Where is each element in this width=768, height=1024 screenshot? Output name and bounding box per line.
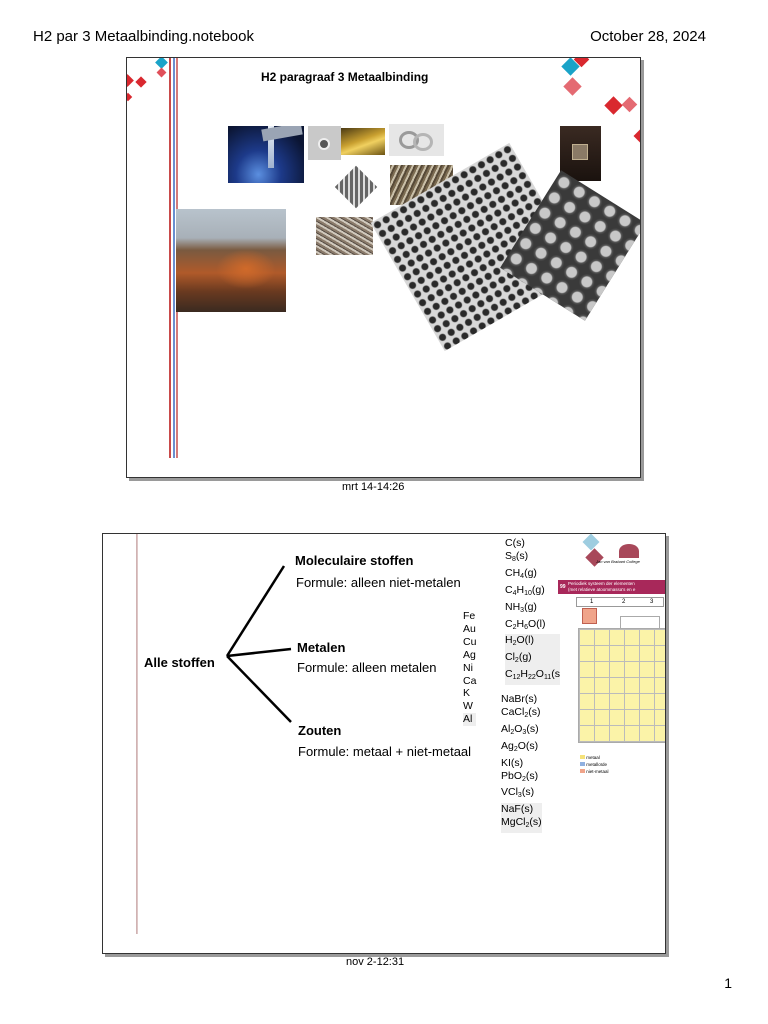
branch-metals-formula: Formule: alleen metalen	[297, 660, 437, 675]
metal-item: K	[463, 687, 471, 700]
metal-scraps-photo	[316, 217, 373, 255]
page-number: 1	[724, 975, 732, 991]
decor-line	[136, 534, 138, 934]
element-grid	[578, 628, 665, 743]
connector-salts	[226, 655, 292, 723]
decor-diamond	[563, 77, 582, 96]
metal-item: Ni	[463, 661, 473, 674]
metal-item: Fe	[463, 610, 476, 622]
metal-item: Cu	[463, 635, 477, 648]
metals-list: Fe Au Cu Ag Ni Ca K W Al	[463, 610, 477, 727]
molecular-examples-list: C(s) S8(s) CH4(g) C4H10(g) NH3(g) C2H6O(…	[505, 537, 560, 686]
metal-item: Au	[463, 622, 476, 635]
connector-metals	[226, 647, 292, 658]
branch-salts-title: Zouten	[298, 723, 342, 738]
decor-diamond	[127, 92, 133, 102]
molten-metal-photo	[228, 126, 304, 183]
formula-ki: KI(s)	[501, 756, 524, 769]
formula-c4h10: C4H10(g)	[505, 583, 545, 597]
metal-item: Ag	[463, 648, 476, 661]
formula-naf: NaF(s)	[501, 803, 542, 817]
slide-title: H2 paragraaf 3 Metaalbinding	[261, 70, 429, 84]
formula-cacl2: CaCl2(s)	[501, 705, 541, 719]
formula-ch4: CH4(g)	[505, 566, 537, 580]
formula-h2o: H2O(l)	[505, 634, 560, 652]
metal-item: W	[463, 700, 473, 713]
branch-molecular-title: Moleculaire stoffen	[295, 553, 414, 568]
table-heading-2: (met relatieve atoommassa's en e	[568, 587, 636, 592]
decor-diamond	[156, 67, 167, 78]
formula-c12h22o11: C12H22O11(s	[505, 668, 560, 686]
tree-connectors	[225, 565, 292, 723]
slide-1-timestamp: mrt 14-14:26	[342, 481, 405, 493]
metal-foam-photo	[334, 165, 378, 209]
connector-molecular	[225, 565, 286, 657]
school-logo	[619, 544, 639, 558]
formula-al2o3: Al2O3(s)	[501, 722, 539, 736]
decor-diamond	[604, 96, 623, 115]
metal-item: Al	[463, 713, 477, 727]
branch-molecular-formula: Formule: alleen niet-metalen	[296, 575, 461, 590]
metal-item: Ca	[463, 674, 477, 687]
formula-nh3: NH3(g)	[505, 600, 537, 614]
table-heading-1: Periodiek systeem der elementen	[568, 581, 635, 586]
table-heading-bar: 99 Periodiek systeem der elementen (met …	[558, 580, 665, 594]
decor-diamond	[633, 127, 640, 145]
table-number: 99	[560, 584, 566, 590]
decor-diamond	[135, 76, 147, 88]
gold-bars-photo	[341, 128, 385, 155]
scrap-metal-photo	[176, 209, 286, 312]
decor-diamond	[621, 96, 638, 113]
metal-pendant-photo	[308, 126, 341, 160]
formula-s8: S8(s)	[505, 549, 529, 563]
formula-c2h6o: C2H6O(l)	[505, 617, 546, 631]
school-name: Jan van Brabant College	[596, 559, 640, 564]
formula-nabr: NaBr(s)	[501, 693, 538, 705]
document-date: October 28, 2024	[590, 28, 706, 45]
silver-rings-photo	[389, 124, 444, 156]
salts-list: NaBr(s) CaCl2(s) Al2O3(s) Ag2O(s) KI(s) …	[501, 693, 542, 834]
branch-salts-formula: Formule: metaal + niet-metaal	[298, 744, 472, 759]
element-cell-h	[582, 608, 597, 624]
decor-diamond	[582, 534, 600, 551]
slide-2[interactable]: Alle stoffen Moleculaire stoffen Formule…	[102, 533, 666, 954]
formula-pbo2: PbO2(s)	[501, 769, 539, 783]
periodic-table-thumbnail: Jan van Brabant College 99 Periodiek sys…	[558, 534, 665, 794]
decor-line-red	[169, 58, 171, 458]
branch-metals-title: Metalen	[297, 640, 346, 655]
formula-mgcl2: MgCl2(s)	[501, 816, 542, 834]
slide-1[interactable]: H2 paragraaf 3 Metaalbinding	[126, 57, 641, 478]
slide-2-timestamp: nov 2-12:31	[346, 956, 405, 968]
formula-vcl3: VCl3(s)	[501, 786, 535, 800]
formula-cl2: Cl2(g)	[505, 651, 560, 669]
root-label: Alle stoffen	[144, 655, 215, 670]
decor-line-blue	[173, 58, 175, 458]
formula-c: C(s)	[505, 537, 525, 549]
decor-diamond	[127, 74, 134, 87]
table-legend: metaal metalloïde niet-metaal	[580, 754, 609, 775]
formula-ag2o: Ag2O(s)	[501, 739, 539, 753]
document-title: H2 par 3 Metaalbinding.notebook	[33, 28, 254, 45]
metal-cube-photo	[560, 126, 601, 181]
table-column-headers: 1 2 3	[576, 597, 664, 607]
